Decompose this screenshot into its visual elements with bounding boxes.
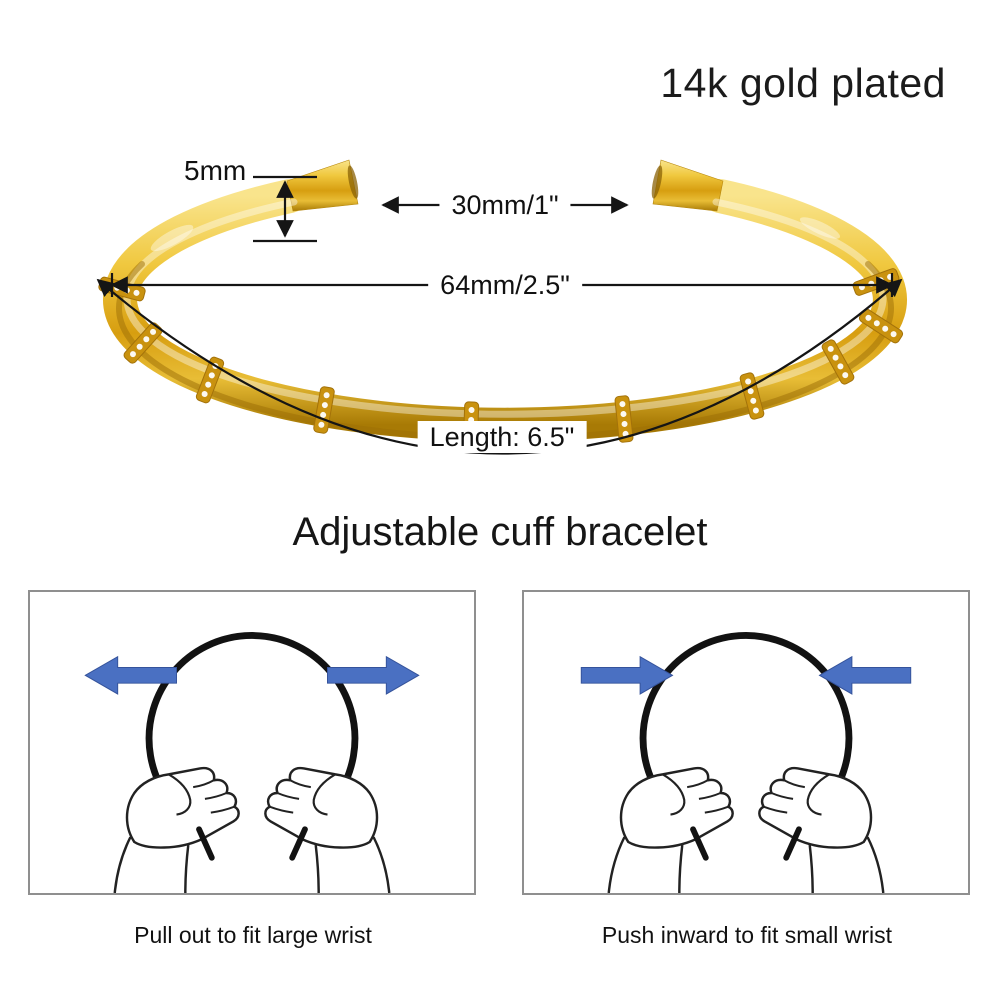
length-label: Length: 6.5" <box>417 421 587 453</box>
pull-out-diagram <box>84 592 420 893</box>
measurement-arrows <box>96 175 903 455</box>
diameter-label: 64mm/2.5" <box>428 269 582 301</box>
push-inward-caption: Push inward to fit small wrist <box>601 922 893 948</box>
instruction-panel-push-inward <box>522 590 970 895</box>
tip-width-label: 5mm <box>184 155 247 186</box>
page-title: 14k gold plated <box>660 60 946 106</box>
pull-out-caption: Pull out to fit large wrist <box>134 922 372 948</box>
opening-width-label: 30mm/1" <box>439 189 571 221</box>
push-inward-diagram <box>580 592 912 893</box>
length-curve-arrow <box>96 278 903 455</box>
right-end-cap <box>652 159 724 212</box>
instruction-panel-pull-out <box>28 590 476 895</box>
left-end-cap <box>286 159 359 212</box>
product-subtitle: Adjustable cuff bracelet <box>292 510 708 554</box>
